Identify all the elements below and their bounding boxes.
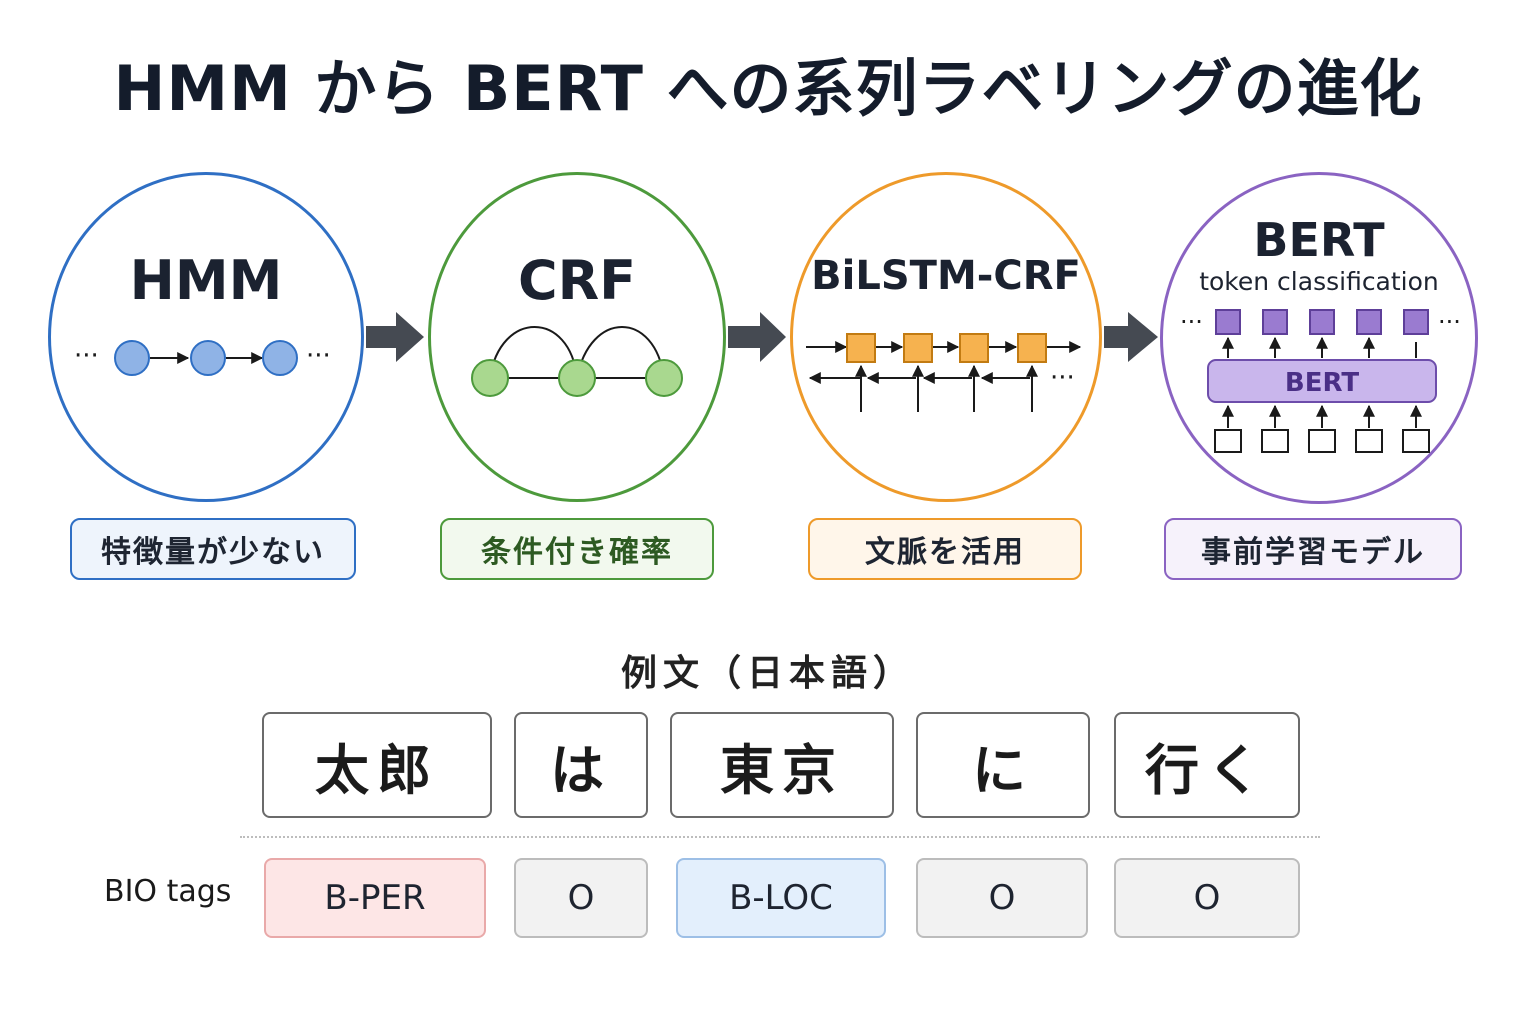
ellipsis-bert-left: ··· — [1180, 308, 1203, 336]
bert-output-1 — [1215, 309, 1241, 335]
token-box: 行く — [1114, 712, 1300, 818]
bert-input-2 — [1261, 429, 1289, 453]
hmm-note: 特徴量が少ない — [70, 518, 356, 580]
bert-encoder-label: BERT — [1285, 368, 1359, 398]
ellipsis-right: ··· — [306, 341, 331, 371]
bert-label: BERT — [1253, 213, 1385, 267]
lstm-cell-2 — [903, 333, 933, 363]
hmm-state-2 — [190, 340, 226, 376]
bilstm-crf-label: BiLSTM-CRF — [811, 253, 1081, 299]
lstm-cell-3 — [959, 333, 989, 363]
crf-node-2 — [558, 359, 596, 397]
ellipsis-bilstm: ··· — [1050, 363, 1075, 393]
bert-output-2 — [1262, 309, 1288, 335]
stage-arrow-3 — [1104, 312, 1158, 362]
bio-tag: B-PER — [264, 858, 486, 938]
bio-tag: O — [916, 858, 1088, 938]
token-box: 東京 — [670, 712, 894, 818]
bert-output-5 — [1403, 309, 1429, 335]
ellipsis-left: ··· — [74, 341, 99, 371]
ellipsis-bert-right: ··· — [1438, 308, 1461, 336]
bert-input-5 — [1402, 429, 1430, 453]
bert-diagram: ··· ··· BERT — [1180, 308, 1461, 453]
token-box: は — [514, 712, 648, 818]
page-title: HMM から BERT への系列ラベリングの進化 — [113, 52, 1423, 125]
bert-output-4 — [1356, 309, 1382, 335]
bio-tag: B-LOC — [676, 858, 886, 938]
bio-tag: O — [514, 858, 648, 938]
crf-circle: CRF — [428, 172, 726, 502]
bert-note: 事前学習モデル — [1164, 518, 1462, 580]
bert-input-1 — [1214, 429, 1242, 453]
bilstm-crf-note: 文脈を活用 — [808, 518, 1082, 580]
crf-node-1 — [471, 359, 509, 397]
lstm-cell-4 — [1017, 333, 1047, 363]
bert-input-3 — [1308, 429, 1336, 453]
example-title: 例文（日本語） — [620, 653, 915, 694]
token-box: に — [916, 712, 1090, 818]
bert-input-4 — [1355, 429, 1383, 453]
lstm-cell-1 — [846, 333, 876, 363]
bilstm-diagram — [806, 333, 1082, 412]
bert-encoder-block — [1207, 359, 1437, 403]
separator-dotted-line — [240, 836, 1320, 838]
hmm-state-3 — [262, 340, 298, 376]
stage-arrow-1 — [366, 312, 424, 362]
crf-label: CRF — [517, 249, 637, 312]
crf-node-3 — [645, 359, 683, 397]
hmm-label: HMM — [129, 249, 283, 312]
bert-output-3 — [1309, 309, 1335, 335]
bilstm-crf-circle: BiLSTM-CRF — [790, 172, 1102, 502]
crf-note: 条件付き確率 — [440, 518, 714, 580]
bert-sublabel: token classification — [1199, 267, 1439, 296]
bio-tag: O — [1114, 858, 1300, 938]
crf-graph-diagram — [471, 326, 683, 397]
bio-tags-label: BIO tags — [104, 874, 232, 909]
hmm-chain-diagram: ··· ··· — [74, 340, 331, 376]
stage-arrow-2 — [728, 312, 786, 362]
token-box: 太郎 — [262, 712, 492, 818]
hmm-state-1 — [114, 340, 150, 376]
hmm-circle: HMM — [48, 172, 364, 502]
